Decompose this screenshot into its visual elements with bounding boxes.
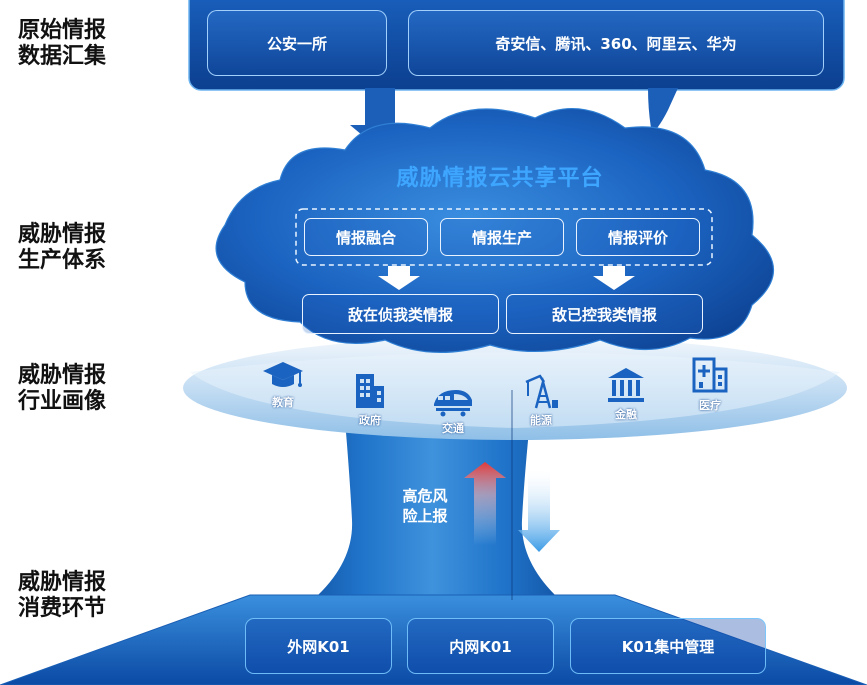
source-box-vendors: 奇安信、腾讯、360、阿里云、华为	[408, 10, 824, 76]
graduation-cap-icon	[263, 362, 303, 387]
output-controlled-intel: 敌已控我类情报	[506, 294, 703, 334]
industry-energy: 能源	[522, 372, 560, 428]
hospital-icon	[692, 357, 728, 393]
flow-up-label: 高危风 险上报	[402, 487, 448, 525]
output-recon-intel: 敌在侦我类情报	[302, 294, 499, 334]
source-box-mps: 公安一所	[207, 10, 387, 76]
industry-education: 教育	[262, 358, 304, 410]
industry-label: 交通	[442, 422, 464, 435]
flow-down-label: 威胁情 报下发	[570, 487, 616, 525]
industry-label: 医疗	[699, 399, 721, 412]
consumer-intranet-k01: 内网K01	[407, 618, 554, 674]
train-icon	[434, 390, 472, 417]
consumer-k01-central-mgmt: K01集中管理	[570, 618, 766, 674]
stage-label-portrait: 威胁情报 行业画像	[18, 363, 107, 414]
cloud-platform-title: 威胁情报云共享平台	[396, 166, 604, 191]
oil-derrick-icon	[525, 374, 558, 409]
industry-label: 金融	[615, 408, 637, 421]
industry-government: 政府	[352, 372, 388, 428]
consumer-extranet-k01: 外网K01	[245, 618, 392, 674]
industry-finance: 金融	[606, 366, 646, 422]
industry-label: 政府	[359, 414, 381, 427]
industry-transport: 交通	[432, 384, 474, 436]
industry-label: 能源	[530, 414, 552, 427]
process-evaluation: 情报评价	[576, 218, 700, 256]
process-production: 情报生产	[440, 218, 564, 256]
industry-label: 教育	[272, 396, 294, 409]
process-fusion: 情报融合	[304, 218, 428, 256]
industry-healthcare: 医疗	[690, 355, 730, 413]
government-building-icon	[356, 374, 384, 408]
bank-icon	[608, 368, 644, 402]
stage-label-collect: 原始情报 数据汇集	[18, 18, 107, 69]
stage-label-produce: 威胁情报 生产体系	[18, 222, 107, 273]
stage-label-consume: 威胁情报 消费环节	[18, 570, 107, 621]
